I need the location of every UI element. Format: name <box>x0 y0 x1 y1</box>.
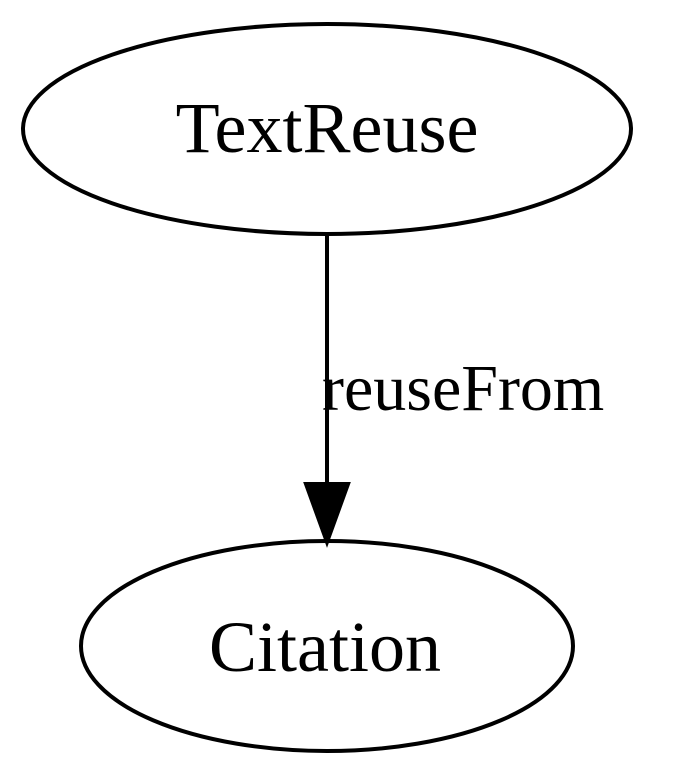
node-textreuse[interactable]: TextReuse <box>21 22 633 236</box>
node-citation-ellipse <box>79 539 575 753</box>
edge-reusefrom[interactable]: reuseFrom <box>303 234 604 548</box>
edge-reusefrom-arrowhead <box>303 482 351 548</box>
edge-reusefrom-label: reuseFrom <box>322 352 604 425</box>
node-citation-label: Citation <box>209 607 441 687</box>
node-textreuse-label: TextReuse <box>176 88 479 168</box>
node-citation[interactable]: Citation <box>79 539 575 753</box>
